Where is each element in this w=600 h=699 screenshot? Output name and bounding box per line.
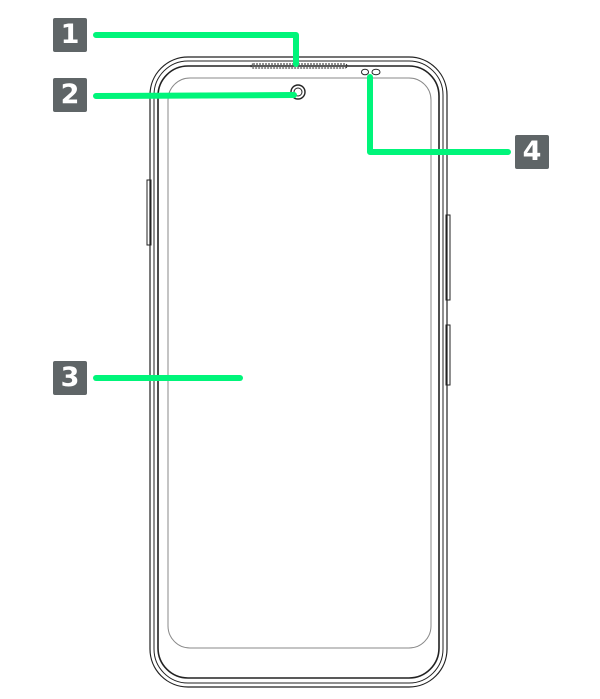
power-button <box>445 324 451 386</box>
callout-badge-4: 4 <box>515 135 549 169</box>
leader-line-2 <box>93 92 297 99</box>
sensor-left <box>361 68 369 76</box>
front-camera <box>290 84 306 100</box>
leader-line-1 <box>93 32 299 67</box>
callout-badge-3: 3 <box>53 361 87 395</box>
callout-badge-2: 2 <box>53 78 87 112</box>
volume-button <box>445 214 451 301</box>
leader-line-4 <box>367 74 511 155</box>
leader-lines <box>93 32 511 381</box>
left-side-button <box>146 179 152 246</box>
callout-badge-1: 1 <box>53 18 87 52</box>
sensor-right <box>371 68 381 76</box>
display <box>167 77 432 649</box>
